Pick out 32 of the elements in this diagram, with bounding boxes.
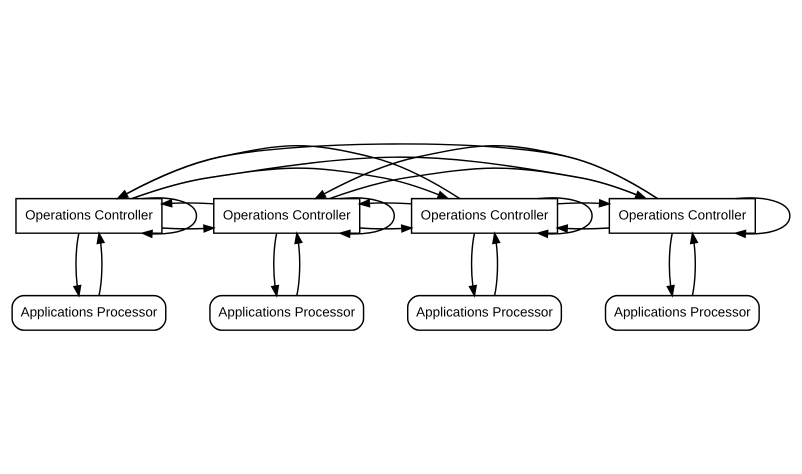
- arrow: [338, 197, 395, 238]
- arrow: [294, 231, 303, 296]
- node-box: Applications Processor: [604, 294, 760, 331]
- arrow: [116, 143, 658, 200]
- arrow: [270, 233, 280, 298]
- arrow: [162, 224, 216, 233]
- node-box: Operations Controller: [15, 198, 163, 234]
- arrow: [160, 198, 214, 208]
- arrow: [492, 231, 501, 296]
- arrow: [140, 197, 198, 238]
- arrow: [690, 231, 698, 296]
- arrow: [666, 233, 675, 298]
- arrow: [555, 224, 610, 233]
- node-box: Applications Processor: [407, 294, 562, 331]
- arrow: [96, 231, 106, 296]
- node-box: Applications Processor: [209, 294, 364, 331]
- arrow: [330, 167, 648, 200]
- arrow: [358, 198, 412, 208]
- node-box: Operations Controller: [608, 198, 756, 234]
- node-box: Applications Processor: [11, 294, 166, 331]
- arrow: [72, 233, 82, 298]
- arrow: [536, 197, 593, 238]
- arrow: [558, 198, 612, 208]
- node-box: Operations Controller: [410, 198, 558, 234]
- arrow: [468, 233, 478, 298]
- arrow: [734, 197, 791, 238]
- arrow: [360, 224, 414, 233]
- arrow: [116, 144, 460, 200]
- arrow: [314, 144, 658, 200]
- node-box: Operations Controller: [213, 198, 360, 234]
- arrow: [132, 156, 648, 200]
- arrow: [132, 167, 450, 200]
